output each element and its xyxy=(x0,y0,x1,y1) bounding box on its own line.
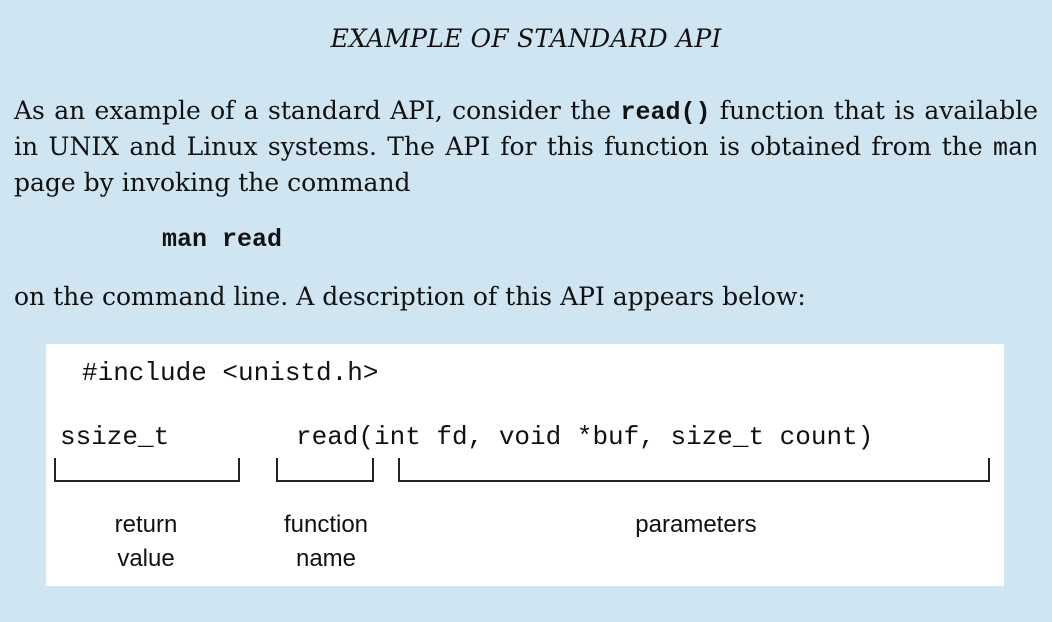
function-name-bracket xyxy=(276,458,374,482)
function-signature: read(int fd, void *buf, size_t count) xyxy=(296,422,874,452)
function-label-line1: function xyxy=(283,511,369,538)
return-type: ssize_t xyxy=(60,422,170,452)
intro-paragraph: As an example of a standard API, conside… xyxy=(14,94,1038,200)
api-description-box: #include <unistd.h> ssize_t read(int fd,… xyxy=(46,344,1004,586)
return-label-line2: value xyxy=(117,545,175,572)
function-label-line2: name xyxy=(295,545,357,572)
return-value-label: return value xyxy=(86,508,206,576)
function-name-label: function name xyxy=(256,508,396,576)
include-line: #include <unistd.h> xyxy=(82,358,379,388)
parameters-label: parameters xyxy=(635,511,757,538)
sidebar-title: EXAMPLE OF STANDARD API xyxy=(330,24,722,53)
parameters-bracket xyxy=(398,458,990,482)
followup-text: on the command line. A description of th… xyxy=(14,282,806,311)
intro-text-2: function that is available in UNIX and L… xyxy=(14,96,1038,161)
intro-text-1: As an example of a standard API, conside… xyxy=(14,96,621,125)
return-value-bracket xyxy=(54,458,240,482)
man-code: man xyxy=(992,134,1038,163)
return-label-line1: return xyxy=(114,511,178,538)
read-function-code: read() xyxy=(620,98,711,127)
command-example: man read xyxy=(162,223,282,254)
man-read-command: man read xyxy=(162,225,283,254)
intro-text-3: page by invoking the command xyxy=(14,168,411,197)
